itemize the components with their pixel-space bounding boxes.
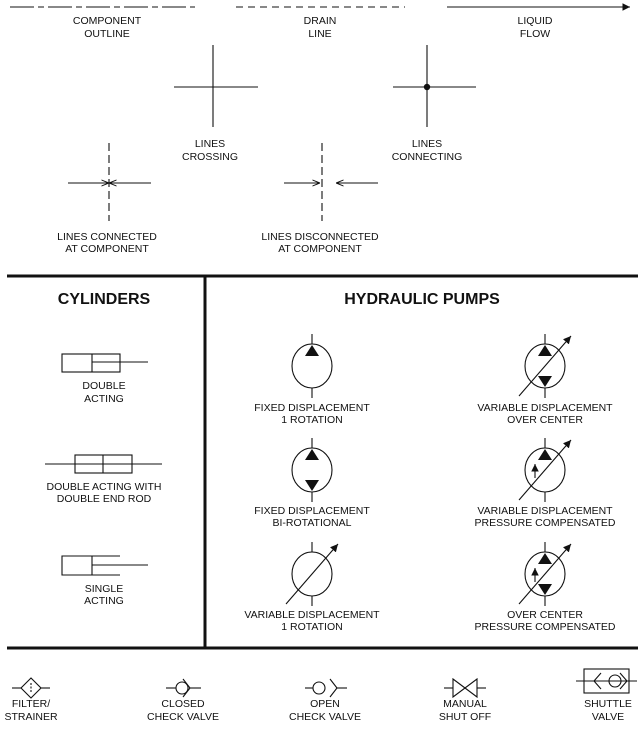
label: LINE xyxy=(308,28,331,40)
label: FIXED DISPLACEMENT xyxy=(254,505,370,517)
label: LINES DISCONNECTED xyxy=(261,231,379,243)
label: VARIABLE DISPLACEMENT xyxy=(477,402,613,414)
label: DOUBLE ACTING WITH xyxy=(47,481,162,493)
label: PRESSURE COMPENSATED xyxy=(475,517,616,529)
double-end-rod-cylinder-symbol: DOUBLE ACTING WITH DOUBLE END ROD xyxy=(45,454,162,505)
label: CHECK VALVE xyxy=(289,711,361,723)
flow-triangle-up-icon xyxy=(538,449,552,460)
open-check-valve-symbol: OPEN CHECK VALVE xyxy=(289,678,361,723)
label: CROSSING xyxy=(182,151,238,163)
lines-crossing-symbol: LINES CROSSING xyxy=(174,45,258,163)
label: OVER CENTER xyxy=(507,414,583,426)
variable-arrow-icon xyxy=(285,543,339,605)
label: LINES xyxy=(412,138,442,150)
label: COMPONENT xyxy=(73,15,142,27)
label: STRAINER xyxy=(4,711,58,723)
label: CONNECTING xyxy=(392,151,463,163)
label: OPEN xyxy=(310,698,340,710)
lines-disconnected-at-component-symbol: LINES DISCONNECTED AT COMPONENT xyxy=(261,143,379,255)
lines-connecting-symbol: LINES CONNECTING xyxy=(392,45,476,163)
label: FLOW xyxy=(520,28,550,40)
flow-triangle-up-icon xyxy=(305,449,319,460)
hydraulic-pumps-title: HYDRAULIC PUMPS xyxy=(344,291,500,308)
label: VARIABLE DISPLACEMENT xyxy=(477,505,613,517)
label: FILTER/ xyxy=(12,698,50,710)
label: CLOSED xyxy=(161,698,205,710)
drain-line-symbol: DRAIN LINE xyxy=(236,6,405,40)
label: VALVE xyxy=(592,711,624,723)
label: VARIABLE DISPLACEMENT xyxy=(244,609,380,621)
liquid-flow-symbol: LIQUID FLOW xyxy=(447,3,630,40)
label: SHUT OFF xyxy=(439,711,491,723)
label: ACTING xyxy=(84,393,124,405)
filter-strainer-symbol: FILTER/ STRAINER xyxy=(4,677,58,723)
flow-triangle-down-icon xyxy=(305,480,319,491)
label: DRAIN xyxy=(304,15,337,27)
label: 1 ROTATION xyxy=(281,621,342,633)
label: DOUBLE END ROD xyxy=(57,493,152,505)
label: BI-ROTATIONAL xyxy=(273,517,352,529)
label: DOUBLE xyxy=(82,380,125,392)
variable-arrow-icon xyxy=(518,543,572,605)
flow-triangle-up-icon xyxy=(538,553,552,564)
label: LINES CONNECTED xyxy=(57,231,157,243)
closed-check-valve-symbol: CLOSED CHECK VALVE xyxy=(147,678,219,723)
label: SINGLE xyxy=(85,583,124,595)
label: MANUAL xyxy=(443,698,487,710)
label: SHUTTLE xyxy=(584,698,632,710)
label: ACTING xyxy=(84,595,124,607)
label: FIXED DISPLACEMENT xyxy=(254,402,370,414)
label: LINES xyxy=(195,138,225,150)
cylinders-title: CYLINDERS xyxy=(58,291,151,308)
label: 1 ROTATION xyxy=(281,414,342,426)
label: OVER CENTER xyxy=(507,609,583,621)
component-outline-symbol: COMPONENT OUTLINE xyxy=(10,6,195,40)
flow-triangle-down-icon xyxy=(538,376,552,387)
single-acting-cylinder-symbol: SINGLE ACTING xyxy=(61,555,148,607)
variable-arrow-icon xyxy=(518,335,572,397)
lines-connected-at-component-symbol: LINES CONNECTED AT COMPONENT xyxy=(57,143,157,255)
label: PRESSURE COMPENSATED xyxy=(475,621,616,633)
flow-triangle-up-icon xyxy=(538,345,552,356)
double-acting-cylinder-symbol: DOUBLE ACTING xyxy=(61,353,148,405)
label: LIQUID xyxy=(517,15,552,27)
manual-shut-off-symbol: MANUAL SHUT OFF xyxy=(439,677,491,723)
flow-triangle-down-icon xyxy=(538,584,552,595)
label: OUTLINE xyxy=(84,28,130,40)
label: CHECK VALVE xyxy=(147,711,219,723)
label: AT COMPONENT xyxy=(278,243,362,255)
variable-arrow-icon xyxy=(518,439,572,501)
flow-triangle-up-icon xyxy=(305,345,319,356)
shuttle-valve-symbol: SHUTTLE VALVE xyxy=(576,668,637,723)
label: AT COMPONENT xyxy=(65,243,149,255)
